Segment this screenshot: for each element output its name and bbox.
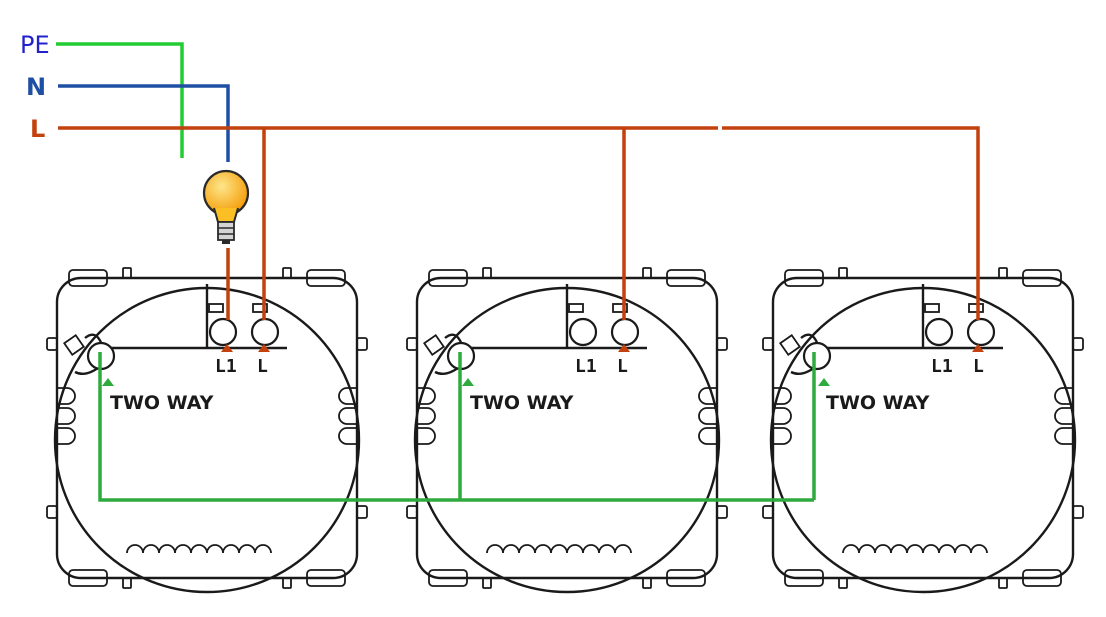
terminal-l1-marker-1	[221, 344, 233, 352]
live-wire	[58, 126, 980, 320]
neutral-wire	[58, 84, 230, 162]
pe-label: PE	[20, 31, 50, 59]
switch-module-3	[761, 266, 1085, 594]
two-way-marker-1	[102, 378, 114, 386]
terminal-l-label-3: L	[973, 356, 984, 377]
terminal-l-marker-2	[618, 344, 630, 352]
terminal-l1-label-1: L1	[215, 356, 237, 377]
two-way-marker-3	[818, 378, 830, 386]
terminal-l-label-1: L	[257, 356, 268, 377]
two-way-traveler-wire	[98, 352, 816, 502]
terminal-l-label-2: L	[617, 356, 628, 377]
neutral-label: N	[26, 73, 46, 101]
two-way-label-2: TWO WAY	[470, 392, 574, 414]
switch-module-2	[405, 266, 729, 594]
terminal-l1-label-2: L1	[575, 356, 597, 377]
pe-wire	[56, 42, 184, 158]
two-way-marker-2	[462, 378, 474, 386]
terminal-l1-label-3: L1	[931, 356, 953, 377]
live-label: L	[30, 115, 45, 143]
light-bulb-icon	[202, 169, 250, 244]
terminal-l-marker-1	[258, 344, 270, 352]
switch-module-1	[45, 266, 369, 594]
two-way-label-1: TWO WAY	[110, 392, 214, 414]
terminal-l-marker-3	[972, 344, 984, 352]
two-way-label-3: TWO WAY	[826, 392, 930, 414]
